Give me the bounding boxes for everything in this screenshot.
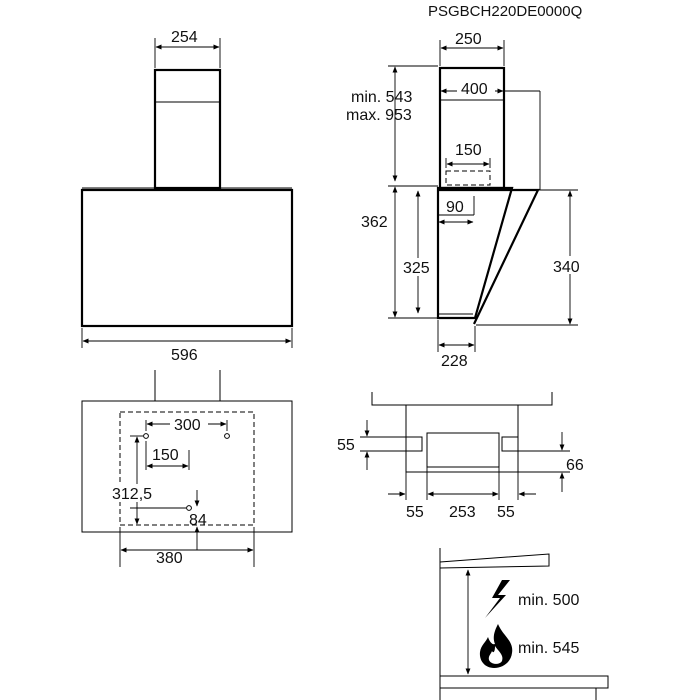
bracket-dashed-outline — [119, 411, 255, 526]
clearance-view: min. 500 min. 545 — [439, 548, 609, 700]
flame-icon — [479, 624, 513, 668]
outlet-right-width-label: 55 — [497, 504, 515, 521]
total-height-label: 362 — [361, 214, 388, 231]
outlet-offset-label: 90 — [446, 199, 464, 216]
front-hood — [80, 188, 294, 328]
bracket-width-label: 380 — [156, 550, 183, 567]
outlet-left-width-label: 55 — [406, 504, 424, 521]
outlet-center-opening — [426, 432, 500, 468]
side-outlet-dashed — [445, 170, 491, 186]
front-chimney — [153, 68, 222, 190]
height-max-label: max. 953 — [346, 107, 412, 124]
outlet-view: 55 66 55 253 55 — [337, 392, 584, 521]
height-min-label: min. 543 — [351, 89, 412, 106]
hood-width-label: 596 — [171, 347, 198, 364]
mount-hole-left — [143, 433, 149, 439]
electric-min-label: min. 500 — [518, 592, 579, 609]
bottom-depth-label: 228 — [441, 353, 468, 370]
chimney-inner-label: 400 — [461, 81, 488, 98]
mounting-plate — [81, 400, 293, 533]
front-view: 254 596 — [80, 29, 294, 364]
hood-bottom-shape — [439, 553, 550, 569]
outlet-ceiling — [371, 392, 553, 406]
outlet-width-label: 150 — [455, 142, 482, 159]
cooktop-shape — [440, 675, 609, 689]
product-code: PSGBCH220DE0000Q — [428, 3, 582, 20]
side-view: 250 400 min. 543 max. 953 150 90 362 325 — [346, 31, 588, 370]
chimney-depth-label: 250 — [455, 31, 482, 48]
gas-min-label: min. 545 — [518, 640, 579, 657]
outlet-right-vent — [501, 436, 519, 452]
outlet-left-vent — [405, 436, 423, 452]
hole-offset-label: 150 — [152, 447, 179, 464]
outlet-left-height-label: 55 — [337, 437, 355, 454]
mount-hole-lower — [186, 505, 192, 511]
body-height-label: 325 — [403, 260, 430, 277]
mount-hole-right — [224, 433, 230, 439]
outlet-housing — [405, 404, 519, 473]
mounting-view: 300 150 312,5 84 380 — [81, 370, 293, 567]
side-hood-body — [436, 186, 514, 320]
outlet-center-width-label: 253 — [449, 504, 476, 521]
vertical-spacing-label: 312,5 — [112, 486, 152, 503]
chimney-width-label: 254 — [171, 29, 198, 46]
front-height-label: 340 — [553, 259, 580, 276]
lower-offset-label: 84 — [189, 512, 207, 529]
hole-spacing-label: 300 — [174, 417, 201, 434]
outlet-right-height-label: 66 — [566, 457, 584, 474]
lightning-icon — [485, 580, 510, 618]
